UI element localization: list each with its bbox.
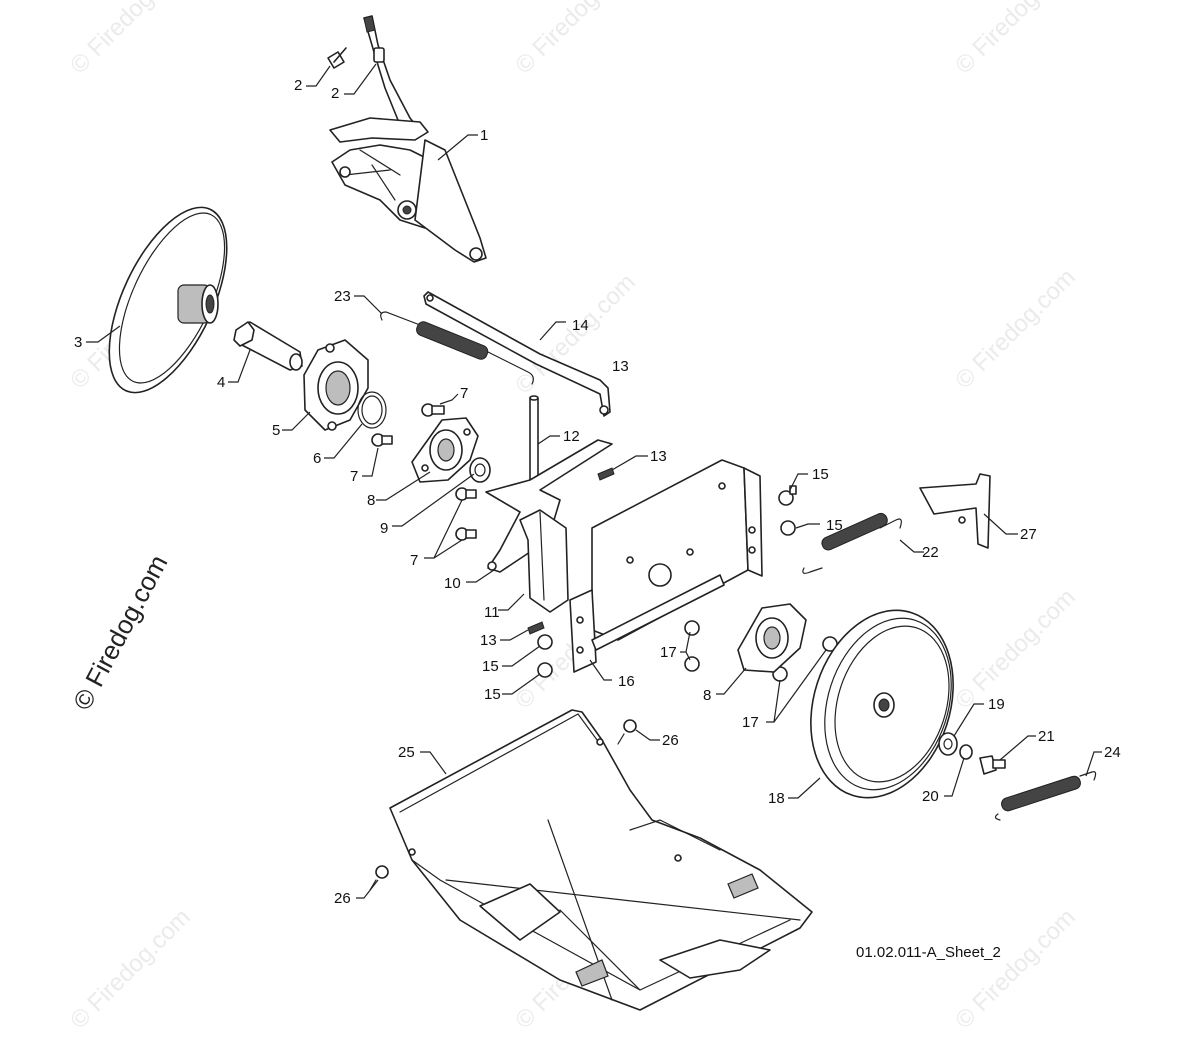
watermark-text: © Firedog.com xyxy=(65,0,196,79)
callout-22: 22 xyxy=(922,544,939,561)
screw-7c xyxy=(455,487,477,501)
watermark-large: © Firedog.com xyxy=(67,550,174,715)
watermark-text: © Firedog.com xyxy=(950,584,1081,715)
bracket-27 xyxy=(919,473,991,549)
callout-16: 16 xyxy=(618,673,635,690)
callout-7: 7 xyxy=(410,552,418,569)
screw-7a xyxy=(421,403,445,417)
callout-8: 8 xyxy=(367,492,375,509)
callout-24: 24 xyxy=(1104,744,1121,761)
watermark-text: © Firedog.com xyxy=(950,264,1081,395)
clip-13a xyxy=(597,467,615,481)
callout-26: 26 xyxy=(662,732,679,749)
callout-17: 17 xyxy=(742,714,759,731)
drive-pulley xyxy=(810,609,954,799)
callout-15: 15 xyxy=(826,517,843,534)
nut-17a xyxy=(684,620,700,636)
callout-14: 14 xyxy=(572,317,589,334)
callout-1: 1 xyxy=(480,127,488,144)
leader-lines xyxy=(86,63,1102,899)
callout-labels: 1 2 2 3 4 5 6 7 7 7 8 8 9 10 11 12 13 13… xyxy=(74,77,1121,907)
bolt-21 xyxy=(979,755,1006,775)
mounting-plate-16 xyxy=(569,459,763,673)
control-rod-14 xyxy=(423,291,611,417)
tension-spring-22 xyxy=(802,512,902,574)
bracket-11 xyxy=(519,509,569,613)
callout-26: 26 xyxy=(334,890,351,907)
screw-26a xyxy=(617,719,637,745)
callout-20: 20 xyxy=(922,788,939,805)
callout-21: 21 xyxy=(1038,728,1055,745)
callout-13: 13 xyxy=(650,448,667,465)
callout-2: 2 xyxy=(294,77,302,94)
callout-19: 19 xyxy=(988,696,1005,713)
flange-bearing-left xyxy=(411,417,479,483)
callout-9: 9 xyxy=(380,520,388,537)
flange-bearing-right xyxy=(737,603,807,673)
callout-17: 17 xyxy=(660,644,677,661)
nut-15b xyxy=(780,520,796,536)
callout-4: 4 xyxy=(217,374,225,391)
clip-13b xyxy=(527,621,545,635)
watermark-text: © Firedog.com xyxy=(65,904,196,1035)
nut-17b xyxy=(684,656,700,672)
callout-8: 8 xyxy=(703,687,711,704)
nut-15d xyxy=(537,662,553,678)
washer-20 xyxy=(959,744,973,760)
callout-15: 15 xyxy=(482,658,499,675)
callout-2: 2 xyxy=(331,85,339,102)
belt-cover xyxy=(389,709,813,1011)
callout-15: 15 xyxy=(484,686,501,703)
nut-15c xyxy=(537,634,553,650)
callout-11: 11 xyxy=(484,604,500,621)
control-lever-assembly xyxy=(329,15,487,263)
screw-2b xyxy=(373,47,385,63)
watermark-text: © Firedog.com xyxy=(950,0,1081,79)
snap-ring xyxy=(357,391,387,429)
callout-6: 6 xyxy=(313,450,321,467)
callout-15: 15 xyxy=(812,466,829,483)
callout-23: 23 xyxy=(334,288,351,305)
washer-9 xyxy=(469,457,491,483)
callout-13: 13 xyxy=(480,632,497,649)
screw-7d xyxy=(455,527,477,541)
watermark-text: © Firedog.com xyxy=(510,0,641,79)
hex-shaft xyxy=(233,321,303,371)
callout-5: 5 xyxy=(272,422,280,439)
screw-7b xyxy=(371,433,393,447)
screw-26b xyxy=(369,865,389,891)
callout-27: 27 xyxy=(1020,526,1037,543)
friction-disc xyxy=(108,206,228,394)
callout-10: 10 xyxy=(444,575,461,592)
callout-18: 18 xyxy=(768,790,785,807)
sheet-label: 01.02.011-A_Sheet_2 xyxy=(856,944,1001,961)
pivot-pin-12 xyxy=(529,395,539,489)
callout-7: 7 xyxy=(460,385,468,402)
screw-2a xyxy=(327,47,347,69)
tension-spring-24 xyxy=(994,771,1097,821)
callout-25: 25 xyxy=(398,744,415,761)
callout-7: 7 xyxy=(350,468,358,485)
callout-3: 3 xyxy=(74,334,82,351)
washer-19 xyxy=(938,732,958,756)
watermark-text: © Firedog.com xyxy=(950,904,1081,1035)
callout-12: 12 xyxy=(563,428,580,445)
nut-15a xyxy=(778,485,797,506)
callout-13: 13 xyxy=(612,358,629,375)
bearing-housing xyxy=(303,339,369,431)
